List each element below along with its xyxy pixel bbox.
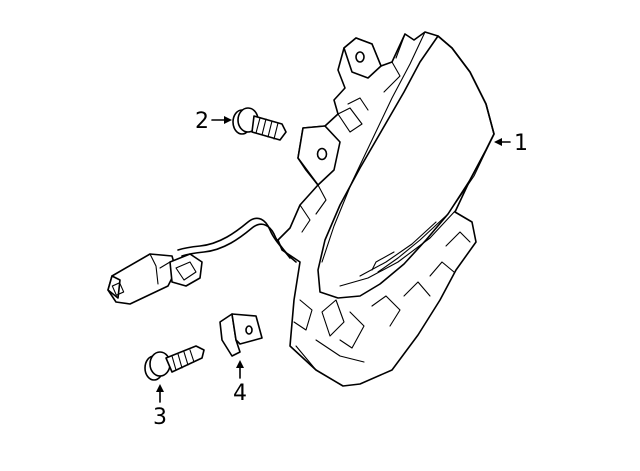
callout-3: 3	[153, 384, 167, 430]
callout-1: 1	[494, 131, 528, 156]
callout-2: 2	[195, 109, 232, 134]
callout-1-label: 1	[514, 131, 528, 156]
bolt-lower	[144, 345, 205, 381]
clip-nut	[219, 313, 263, 357]
callout-2-label: 2	[195, 109, 209, 134]
connector	[107, 253, 203, 305]
lamp-assembly	[277, 31, 495, 387]
callout-4: 4	[233, 360, 247, 406]
callout-3-label: 3	[153, 405, 167, 430]
wiring-harness	[177, 217, 297, 263]
callout-4-label: 4	[233, 381, 247, 406]
bolt-upper	[232, 107, 287, 141]
